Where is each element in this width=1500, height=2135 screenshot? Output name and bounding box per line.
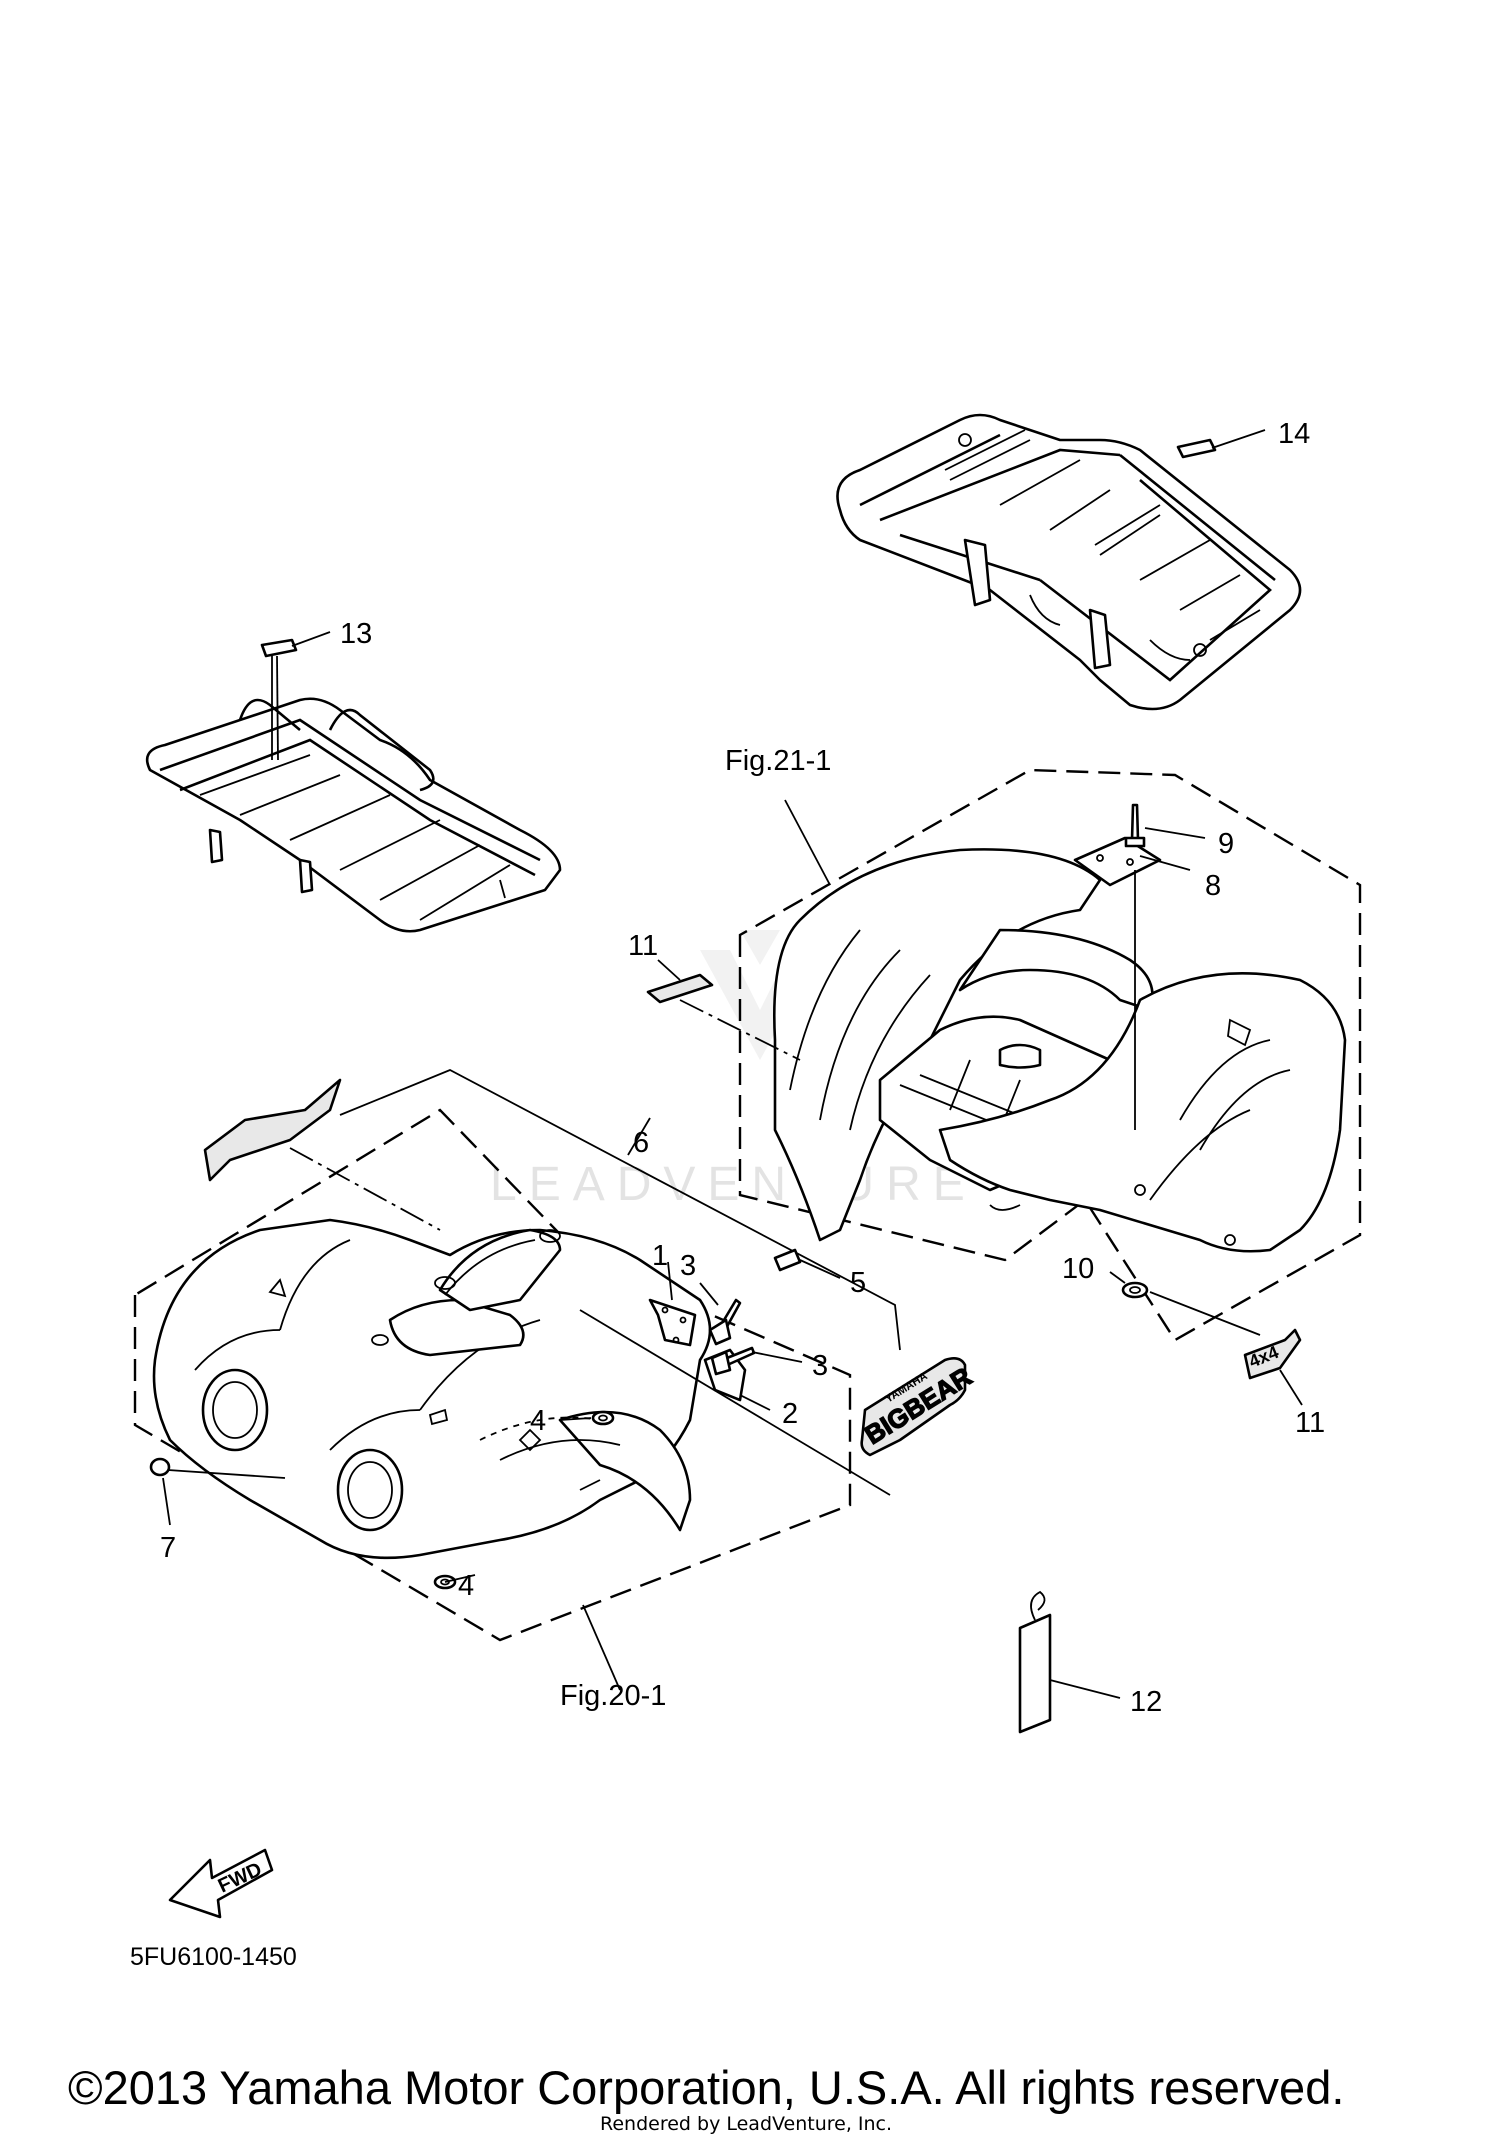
fwd-arrow-icon: FWD: [168, 1848, 274, 1919]
callout-2: 2: [782, 1398, 798, 1430]
callout-12: 12: [1130, 1686, 1162, 1718]
fig-ref-front: Fig.20-1: [560, 1680, 666, 1712]
callout-14: 14: [1278, 418, 1310, 450]
callout-11-right: 11: [1295, 1407, 1325, 1439]
callout-10: 10: [1062, 1253, 1094, 1285]
callout-4-right: 4: [530, 1405, 546, 1437]
callout-6: 6: [633, 1127, 649, 1159]
part-1-plate: [648, 1261, 697, 1347]
part-11-4x4-emblem: 4x4: [1243, 1328, 1303, 1406]
part-3-rivet-upper: [699, 1282, 742, 1346]
watermark-text: LEADVENTURE: [490, 1158, 977, 1211]
rendered-by-text: Rendered by LeadVenture, Inc.: [600, 2113, 892, 2135]
part-10-grommet: [1109, 1271, 1261, 1336]
callout-3-upper: 3: [680, 1250, 696, 1282]
rear-carrier-rack: [836, 413, 1302, 711]
part-6-front-label: [203, 1069, 901, 1351]
part-7-plug: [149, 1457, 286, 1526]
front-fender-assembly: [133, 1108, 891, 1691]
callout-1: 1: [652, 1240, 668, 1272]
part-9-rivet: [1124, 803, 1206, 1130]
callout-13: 13: [340, 618, 372, 650]
part-8-plate: [1073, 836, 1191, 887]
fig-ref-rear: Fig.21-1: [725, 745, 831, 777]
callout-3-lower: 3: [812, 1350, 828, 1382]
part-3-rivet-lower: [710, 1346, 803, 1376]
copyright-notice: ©2013 Yamaha Motor Corporation, U.S.A. A…: [68, 2061, 1344, 2114]
callout-11-left: 11: [628, 930, 658, 962]
part-4-grommet-right: [559, 1410, 615, 1426]
diagram-code: 5FU6100-1450: [130, 1943, 297, 1971]
callout-8: 8: [1205, 870, 1221, 902]
part-5-label: [773, 1248, 841, 1279]
callout-7: 7: [160, 1532, 176, 1564]
part-11-emblem-left: [646, 959, 801, 1061]
callout-4-left: 4: [458, 1570, 474, 1602]
bigbear-emblem: BIGBEAR YAMAHA: [859, 1357, 978, 1457]
front-carrier-rack: [145, 631, 562, 933]
callout-9: 9: [1218, 828, 1234, 860]
part-12-tag: [1018, 1590, 1121, 1734]
part-4-grommet-left: [433, 1574, 476, 1590]
callout-5: 5: [850, 1267, 866, 1299]
rear-fender-assembly: [738, 768, 1362, 1342]
